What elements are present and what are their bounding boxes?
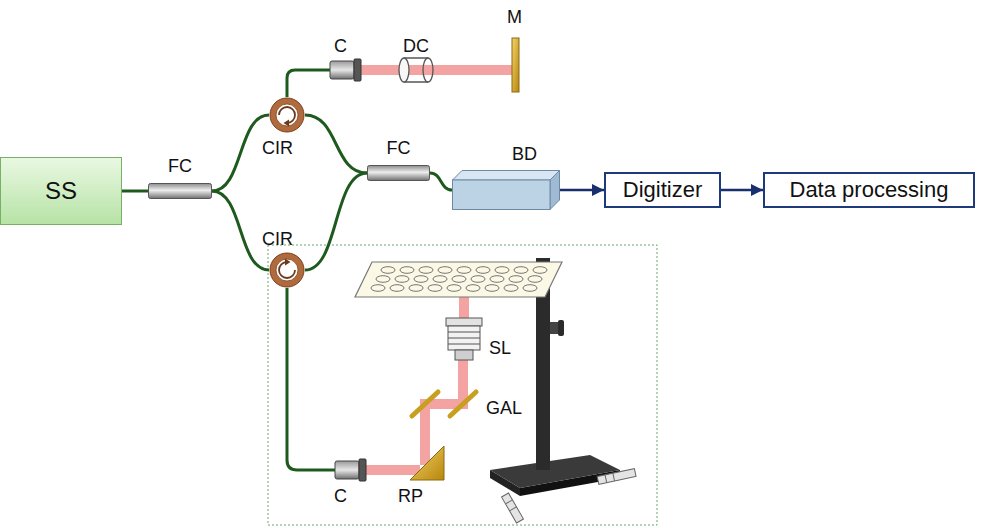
coupler-body <box>367 165 430 181</box>
circulator-symbol <box>269 97 305 133</box>
part-label: DC <box>403 36 429 57</box>
collimator <box>330 59 361 81</box>
signal-arrow <box>560 189 604 192</box>
mirror <box>512 38 519 92</box>
dispersion-compensator <box>399 58 433 82</box>
part-label: FC <box>387 138 411 159</box>
coupler-body <box>148 183 212 199</box>
sample-stand <box>490 258 636 523</box>
circulator: CIR <box>269 252 305 288</box>
fiber <box>212 115 269 191</box>
process-box: Digitizer <box>604 172 721 208</box>
fiber <box>287 288 335 470</box>
box-label: Data processing <box>790 177 949 202</box>
part-label: SL <box>489 338 511 359</box>
signal-arrow <box>721 189 763 192</box>
box-label: Digitizer <box>623 177 702 202</box>
galvo-mirror <box>412 392 476 416</box>
detector-body <box>452 170 560 210</box>
circulator: CIR <box>269 97 305 133</box>
fiber-coupler: FC <box>148 183 212 199</box>
process-box: Data processing <box>763 172 975 208</box>
part-label: GAL <box>486 398 522 419</box>
fiber <box>430 173 452 190</box>
collimator <box>335 459 366 481</box>
part-label: FC <box>168 156 192 177</box>
fiber <box>212 191 269 270</box>
right-angle-prism <box>410 446 444 480</box>
fiber-coupler: FC <box>367 165 430 181</box>
part-label: C <box>334 486 347 507</box>
fiber <box>305 115 367 173</box>
balanced-detector: BD <box>452 170 560 210</box>
part-label: M <box>507 7 522 28</box>
fiber <box>287 70 330 97</box>
source-box: SS <box>0 157 122 225</box>
scan-lens <box>446 318 482 360</box>
circulator-symbol <box>269 252 305 288</box>
part-label: CIR <box>262 138 293 159</box>
fiber <box>305 173 367 270</box>
well-plate <box>355 262 562 297</box>
sample-region <box>268 245 657 525</box>
fiber <box>122 190 148 193</box>
part-label: C <box>334 36 347 57</box>
part-label: RP <box>398 486 423 507</box>
box-label: SS <box>45 177 77 205</box>
part-label: CIR <box>262 229 293 250</box>
laser-beam <box>360 65 512 75</box>
part-label: BD <box>512 144 537 165</box>
